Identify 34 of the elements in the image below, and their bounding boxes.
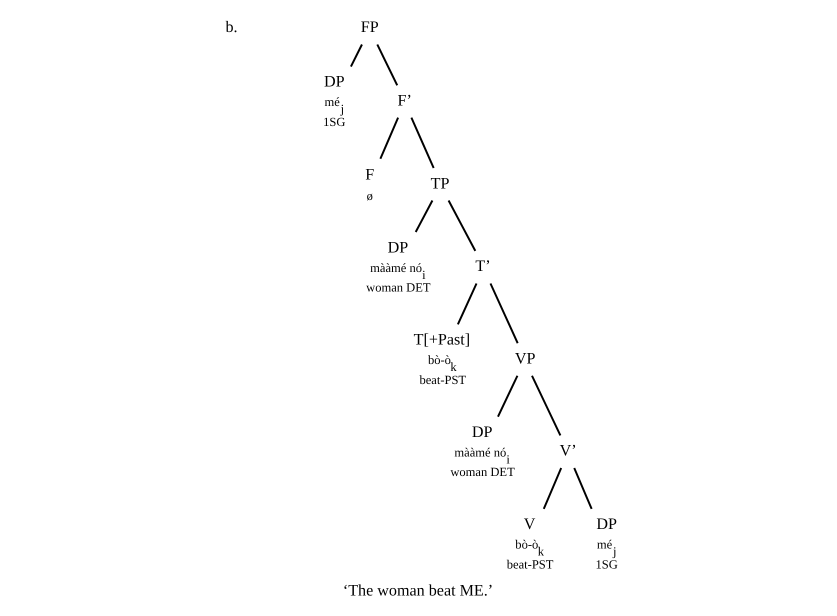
node-text: DP	[387, 239, 408, 256]
connector	[572, 468, 592, 510]
node-label: woman DET	[450, 465, 514, 480]
connector	[530, 375, 561, 436]
node-text: DP	[596, 516, 616, 534]
node-label: 1SG	[594, 557, 618, 572]
node-label: beat-PST	[506, 557, 553, 572]
node-text: V’	[559, 442, 576, 460]
node-text: TP	[430, 175, 449, 192]
node-label: woman DET	[366, 280, 430, 295]
node-text: VP	[514, 350, 535, 368]
label: b.	[225, 18, 238, 36]
node-text: F	[364, 166, 374, 184]
node-label: ø	[366, 188, 372, 203]
node-text: DP	[471, 424, 492, 441]
connector	[376, 44, 398, 86]
caption: ‘The woman beat ME.’	[342, 582, 493, 600]
connector	[410, 117, 434, 168]
node-text: T’	[474, 258, 490, 276]
connector	[496, 375, 518, 418]
node-text: F’	[397, 92, 412, 110]
connector	[542, 468, 562, 510]
node-label: beat-PST	[418, 372, 466, 387]
connector	[447, 200, 476, 252]
connector	[414, 200, 433, 232]
connector	[378, 117, 398, 160]
connector	[350, 44, 362, 67]
connector	[456, 283, 477, 325]
node-text: V	[523, 516, 535, 534]
node-text: FP	[360, 18, 378, 36]
node-label: 1SG	[322, 114, 345, 129]
node-text: T[+Past]	[413, 332, 470, 349]
node-text: DP	[324, 74, 344, 91]
connector	[489, 283, 518, 344]
